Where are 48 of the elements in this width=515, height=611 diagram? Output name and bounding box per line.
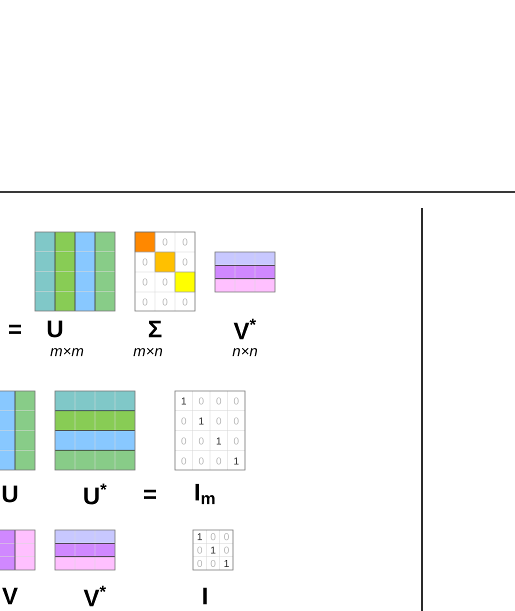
cell-value: 0 xyxy=(182,238,188,246)
cell-value: 0 xyxy=(162,238,168,246)
cell-value: 0 xyxy=(182,258,188,266)
cell-value: 0 xyxy=(210,560,216,568)
matrix-symbol: I xyxy=(203,588,207,604)
cell-value: 0 xyxy=(181,417,186,425)
cell-value: 0 xyxy=(198,457,204,465)
cell-value: 0 xyxy=(216,417,222,425)
cell-value: 0 xyxy=(216,457,222,465)
cell-value: 0 xyxy=(182,298,188,306)
cell-value: 0 xyxy=(181,437,186,445)
cell-value: 0 xyxy=(224,546,229,554)
cell-value: 1 xyxy=(216,438,222,444)
matrix-symbol: V xyxy=(2,588,18,604)
cell-value: 0 xyxy=(142,258,148,266)
matrix-symbol: U xyxy=(48,320,62,338)
cell-value: 0 xyxy=(234,437,239,445)
equals-sign: = xyxy=(144,490,156,499)
cell-value: 1 xyxy=(211,546,216,554)
dimension-label: m×n xyxy=(133,348,162,356)
cell-value: 0 xyxy=(224,533,229,540)
cell-value: 0 xyxy=(181,457,186,465)
cell-value: 1 xyxy=(182,398,186,404)
dimension-label: n×n xyxy=(232,348,258,356)
cell-value: 1 xyxy=(224,560,229,567)
cell-value: 1 xyxy=(199,418,204,424)
dimension-label: m×m xyxy=(50,348,84,356)
cell-value: 0 xyxy=(162,278,168,286)
cell-value: 0 xyxy=(197,546,202,554)
matrix-symbol: Σ xyxy=(148,320,162,338)
equals-sign: = xyxy=(9,324,22,334)
matrix-symbol: V$^{*}$ xyxy=(234,318,256,340)
cell-value: 0 xyxy=(162,298,168,306)
cell-value: 1 xyxy=(234,458,239,464)
cell-value: 0 xyxy=(198,437,204,445)
matrix-symbol: U$^{*}$ xyxy=(84,484,107,504)
cell-value: 1 xyxy=(198,533,202,540)
cell-value: 0 xyxy=(234,417,239,425)
matrix-symbol: U xyxy=(2,486,18,502)
cell-value: 0 xyxy=(197,560,202,568)
cell-value: 0 xyxy=(142,298,148,306)
cell-value: 0 xyxy=(234,397,239,405)
cell-value: 0 xyxy=(198,397,204,405)
cell-value: 0 xyxy=(210,533,216,540)
cell-value: 0 xyxy=(142,278,148,286)
cell-value: 0 xyxy=(216,397,222,405)
matrix-symbol: I$_{m}$ xyxy=(196,484,214,504)
matrix-symbol: V$^{*}$ xyxy=(84,586,106,606)
